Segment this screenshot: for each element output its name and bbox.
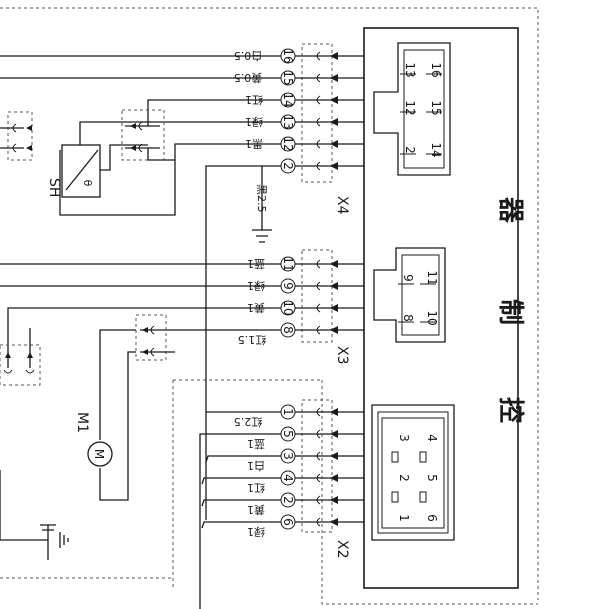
svg-text:13: 13	[403, 62, 417, 77]
svg-text:2: 2	[281, 162, 295, 170]
svg-text:蓝1: 蓝1	[247, 437, 265, 450]
svg-text:1: 1	[397, 514, 411, 522]
svg-text:11: 11	[425, 270, 439, 285]
svg-text:9: 9	[281, 282, 295, 290]
outer-dashed-boundary	[0, 7, 539, 600]
left-mid-connector	[0, 328, 41, 386]
svg-text:2: 2	[403, 146, 417, 154]
svg-text:15: 15	[281, 70, 295, 85]
svg-text:15: 15	[429, 100, 443, 115]
x3-wire-labels: 蓝1 绿1 黄1 红1.5	[238, 257, 267, 346]
controller-box	[363, 27, 519, 589]
svg-text:3: 3	[281, 452, 295, 460]
svg-text:14: 14	[429, 142, 443, 157]
svg-text:黄1: 黄1	[247, 503, 265, 517]
controller-title-char-1: 器	[495, 196, 525, 224]
svg-text:5: 5	[281, 430, 295, 438]
svg-text:红2.5: 红2.5	[234, 415, 263, 428]
svg-text:绿1: 绿1	[247, 279, 265, 293]
x2-wires	[199, 407, 364, 609]
svg-text:6: 6	[281, 518, 295, 526]
svg-text:16: 16	[281, 48, 295, 63]
svg-text:12: 12	[403, 100, 417, 115]
motor-symbol: M	[92, 449, 106, 459]
x2-wire-labels: 红2.5 蓝1 白1 红1 黄1 绿1	[234, 415, 265, 539]
x4-wires	[0, 51, 364, 520]
svg-text:2: 2	[281, 496, 295, 504]
left-upper-connector	[0, 111, 33, 161]
svg-text:3: 3	[397, 434, 411, 442]
svg-text:黄0.5: 黄0.5	[234, 71, 263, 85]
svg-text:12: 12	[281, 136, 295, 151]
x4-socket	[373, 42, 451, 176]
svg-text:红1: 红1	[245, 93, 263, 106]
svg-text:6: 6	[425, 514, 439, 522]
motor-connector	[99, 314, 175, 501]
svg-text:13: 13	[281, 114, 295, 129]
svg-text:2: 2	[397, 474, 411, 482]
x2-label: X2	[334, 540, 350, 559]
svg-text:10: 10	[281, 300, 295, 315]
svg-text:9: 9	[401, 274, 415, 282]
x3-wires	[0, 259, 364, 360]
x2-socket: 3 4 2 5 1 6	[371, 404, 455, 541]
motor: M	[87, 441, 113, 467]
svg-text:蓝1: 蓝1	[247, 257, 265, 270]
x4-connector-housing	[301, 43, 333, 183]
svg-text:11: 11	[281, 256, 295, 271]
svg-text:红1: 红1	[247, 481, 265, 494]
svg-text:绿1: 绿1	[245, 115, 263, 129]
x2-connector-housing	[301, 399, 333, 533]
sensor-label: SH	[46, 178, 62, 197]
svg-text:黄1: 黄1	[247, 301, 265, 315]
svg-text:16: 16	[429, 62, 443, 77]
controller-title-char-3: 控	[495, 397, 525, 423]
svg-text:4: 4	[425, 434, 439, 442]
lower-left-wiring	[0, 470, 69, 560]
svg-text:5: 5	[425, 474, 439, 482]
x4-socket-pin-labels: 13 16 12 15 2 14	[400, 62, 443, 158]
x2-pins: 1 5 3 4 2 6	[280, 404, 296, 530]
x3-pins: 11 9 10 8	[280, 256, 296, 338]
x3-label: X3	[334, 346, 350, 365]
x4-label: X4	[334, 196, 350, 215]
lower-dashed-boundary	[0, 379, 538, 605]
svg-text:10: 10	[425, 310, 439, 325]
x3-connector-housing	[301, 249, 333, 343]
x4-wire-labels: 白0.5 黄0.5 红1 绿1 黑1 黑2.5	[234, 49, 268, 213]
svg-text:8: 8	[401, 314, 415, 322]
svg-text:8: 8	[281, 326, 295, 334]
controller-title-char-2: 制	[495, 299, 525, 325]
x3-socket: 9 11 8 10	[373, 247, 446, 343]
temperature-sensor: θ	[61, 135, 148, 198]
sensor-connector	[121, 109, 175, 161]
svg-text:红1.5: 红1.5	[238, 333, 267, 346]
svg-text:黑2.5: 黑2.5	[255, 184, 268, 213]
sensor-symbol: θ	[81, 180, 94, 187]
svg-text:1: 1	[281, 408, 295, 416]
svg-text:黑1: 黑1	[245, 137, 263, 150]
motor-label: M1	[74, 412, 90, 433]
svg-text:白1: 白1	[247, 459, 265, 473]
svg-text:4: 4	[281, 474, 295, 482]
x4-pins: 16 15 14 13 12 2	[280, 48, 296, 174]
svg-text:绿1: 绿1	[247, 525, 265, 539]
svg-text:14: 14	[281, 92, 295, 107]
svg-text:白0.5: 白0.5	[234, 49, 263, 63]
